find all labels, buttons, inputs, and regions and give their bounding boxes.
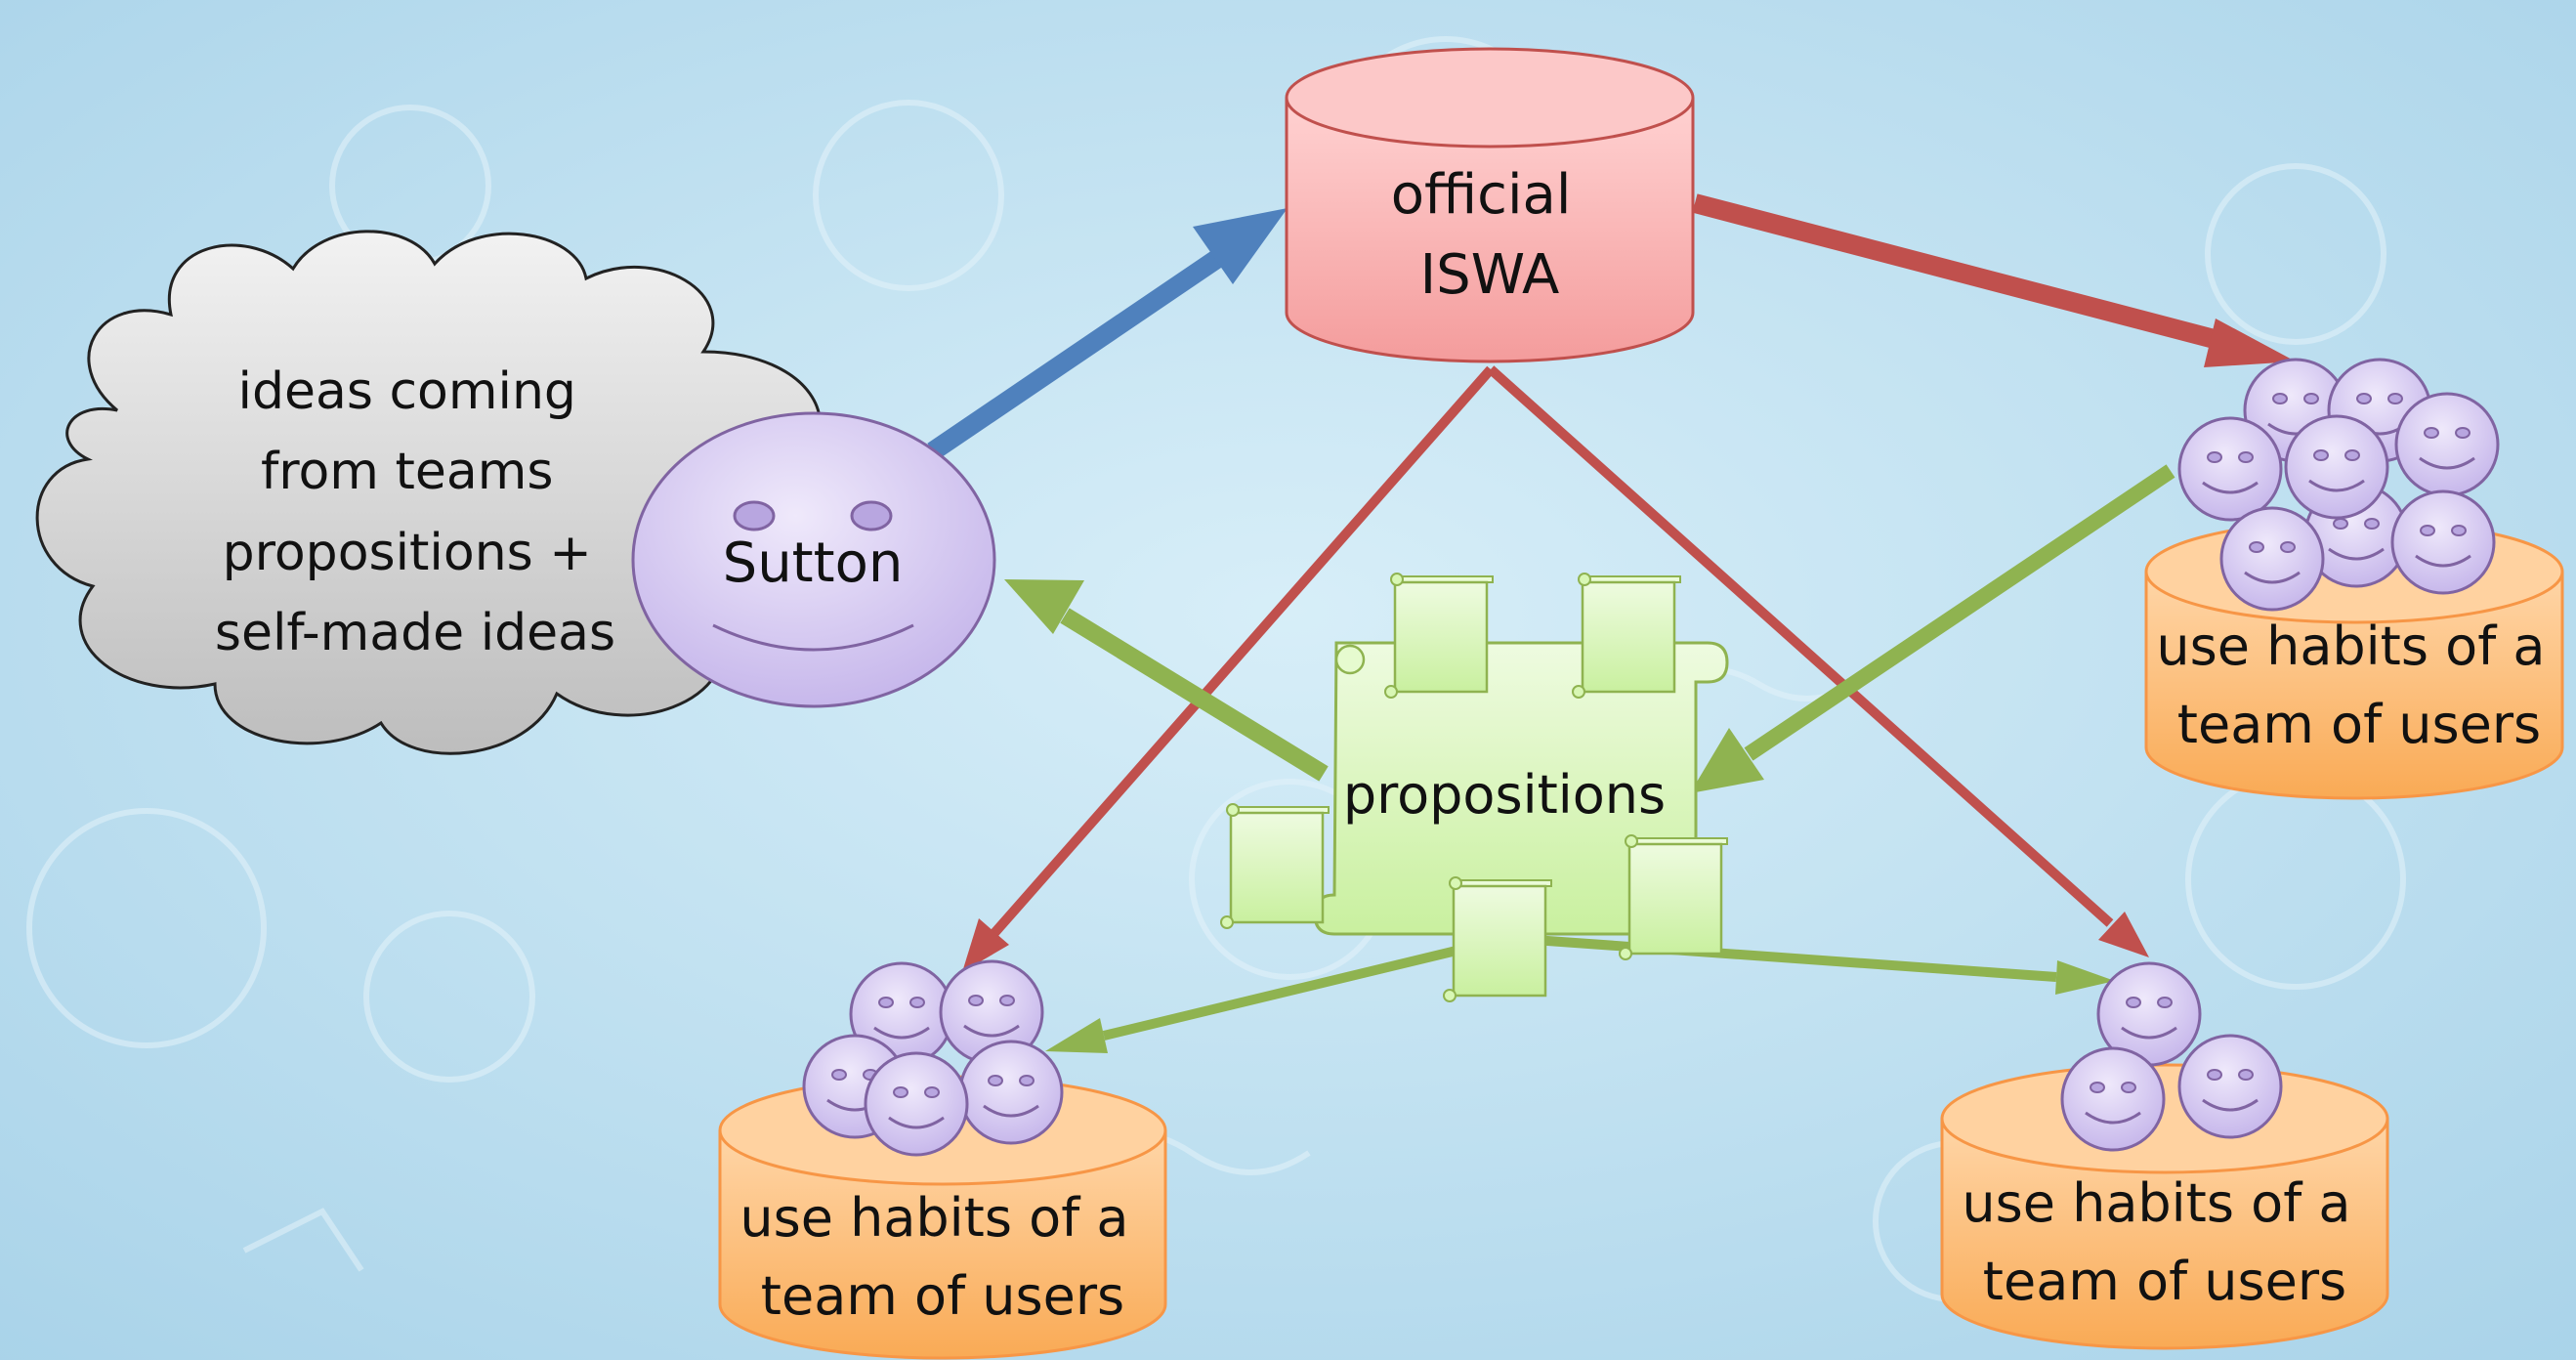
propositions-node: propositions: [1219, 572, 1729, 1003]
team-right-bottom-line-2: team of users: [1983, 1251, 2346, 1312]
team-right-top-line-2: team of users: [2177, 694, 2541, 755]
team-right-top: use habits of a team of users: [2144, 358, 2564, 800]
cloud-line-3: propositions +: [223, 524, 592, 582]
face-icon: [2284, 414, 2389, 520]
iswa-body: [1285, 98, 1695, 363]
face-icon: [958, 1040, 1064, 1145]
cloud-line-4: self-made ideas: [215, 604, 615, 662]
scroll-icon-1: [1383, 572, 1495, 700]
face-icon: [2390, 489, 2496, 595]
sutton-eye-right: [850, 500, 893, 531]
arrow-team-right-top-to-propositions: [1690, 464, 2175, 793]
face-icon: [2177, 416, 2283, 522]
scroll-icon-3: [1219, 802, 1330, 930]
svg-text:use habits of a team of: use habits of a team of users: [1962, 1172, 2367, 1312]
arrow-propositions-to-sutton: [1004, 579, 1329, 782]
propositions-label: propositions: [1343, 764, 1666, 826]
cloud-line-2: from teams: [261, 443, 554, 501]
team-right-top-cylinder-body: [2144, 572, 2564, 800]
arrow-iswa-to-team-right-bottom: [1487, 365, 2149, 957]
sutton-label: Sutton: [723, 531, 904, 595]
cloud-line-1: ideas coming: [238, 362, 576, 421]
svg-text:use habits of a team of: use habits of a team of users: [739, 1187, 1145, 1327]
ideas-cloud: ideas coming from teams propositions + s…: [35, 230, 822, 755]
sutton-face: [631, 411, 996, 708]
team-right-bottom-cylinder-body: [1940, 1119, 2389, 1350]
face-icon: [2177, 1034, 2283, 1139]
team-right-bottom-line-1: use habits of a: [1962, 1172, 2350, 1234]
team-left-bottom: use habits of a team of users: [718, 959, 1167, 1360]
sutton-eye-left: [733, 500, 776, 531]
iswa-top: [1285, 47, 1695, 149]
face-icon: [864, 1051, 969, 1157]
team-left-bottom-line-2: team of users: [761, 1265, 1124, 1327]
iswa-cylinder: official ISWA: [1285, 47, 1695, 363]
arrow-propositions-to-team-right-bottom: [1533, 935, 2115, 995]
iswa-line-2: ISWA: [1420, 243, 1560, 307]
team-right-bottom-cylinder-top: [1940, 1063, 2389, 1174]
sutton-smile: [712, 623, 914, 652]
sutton-node: Sutton: [631, 411, 996, 708]
arrow-iswa-to-team-right-top: [1692, 193, 2296, 367]
team-left-bottom-cylinder-body: [718, 1130, 1167, 1360]
background-doodles: [26, 36, 2428, 1302]
svg-text:ideas coming from teams: ideas coming from teams propositions + s…: [215, 362, 615, 662]
team-right-bottom: use habits of a team of users: [1940, 961, 2389, 1350]
scroll-icon-2: [1571, 572, 1682, 700]
scroll-icon-4: [1618, 833, 1729, 961]
arrows-layer: [927, 193, 2296, 1053]
face-icon: [2060, 1046, 2166, 1152]
svg-text:official ISWA: official ISWA: [1391, 163, 1588, 307]
face-icon: [2394, 392, 2500, 497]
arrow-iswa-to-team-left-bottom: [962, 365, 1495, 972]
svg-text:use habits of a team of: use habits of a team of users: [2156, 616, 2561, 755]
iswa-line-1: official: [1391, 163, 1572, 227]
arrow-propositions-to-team-left-bottom: [1045, 945, 1462, 1053]
scroll-icon-5: [1442, 875, 1553, 1003]
team-right-top-line-1: use habits of a: [2156, 616, 2545, 677]
arrow-sutton-to-iswa: [927, 208, 1288, 460]
team-left-bottom-line-1: use habits of a: [739, 1187, 1128, 1249]
face-icon: [2219, 506, 2325, 612]
